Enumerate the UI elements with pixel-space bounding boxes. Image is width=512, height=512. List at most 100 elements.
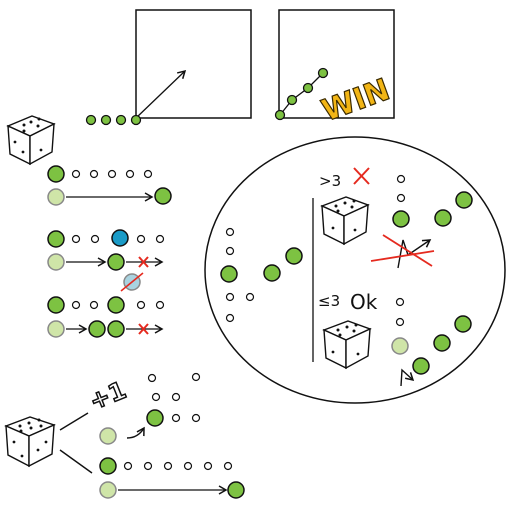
pawn (227, 481, 245, 499)
win-panel: WIN (274, 9, 395, 130)
pawn (100, 114, 112, 126)
diagonal-board (220, 227, 303, 323)
pawn (317, 67, 329, 79)
branch-line (59, 449, 93, 474)
pawn-ghost (47, 320, 65, 338)
branch-line (59, 412, 89, 431)
pawn (455, 191, 473, 209)
pawn (285, 247, 303, 265)
greater-than-three-label: >3 (319, 172, 341, 190)
pawn-ghost (99, 481, 117, 499)
arrow-icon (126, 426, 145, 439)
win-path (279, 72, 324, 116)
board-space (183, 461, 193, 471)
rule-move-end (47, 165, 172, 206)
board-space (136, 300, 146, 310)
pawn (130, 114, 142, 126)
board-space (147, 373, 157, 383)
cross-icon (120, 272, 144, 292)
pawn (107, 253, 125, 271)
board-space (396, 174, 406, 184)
pawn (47, 296, 65, 314)
rule-own-pawn (47, 296, 165, 338)
board-space (89, 169, 99, 179)
board-space (223, 461, 233, 471)
start-panel (85, 9, 252, 126)
board-space (143, 461, 153, 471)
board-space (136, 234, 146, 244)
rule-blocked (47, 229, 165, 292)
case-at-most-three: ≤3 Ok (318, 290, 472, 387)
arrow-icon (397, 239, 432, 269)
board-space (191, 372, 201, 382)
pawn-ghost (47, 188, 65, 206)
pawn (392, 210, 410, 228)
board-space (155, 300, 165, 310)
pawn (47, 165, 65, 183)
ok-label: Ok (350, 290, 378, 314)
board-space (171, 413, 181, 423)
die-icon (320, 196, 370, 246)
pawn (99, 457, 117, 475)
pawn (107, 296, 125, 314)
pawn (115, 114, 127, 126)
arrow-icon (400, 368, 415, 387)
rule-normal-move (99, 457, 245, 499)
plus-one-label: +1 (85, 376, 130, 416)
pawn (454, 315, 472, 333)
board-space (395, 297, 405, 307)
start-pawns (85, 114, 142, 126)
pawn (146, 409, 164, 427)
pawn (85, 114, 97, 126)
board-space (245, 292, 255, 302)
board-space (225, 227, 235, 237)
pawn (412, 357, 430, 375)
pawn (107, 320, 125, 338)
board-space (125, 169, 135, 179)
board-space (203, 461, 213, 471)
pawn (263, 264, 281, 282)
board-space (225, 246, 235, 256)
board-space (163, 461, 173, 471)
plus-one-badge: +1 (85, 375, 131, 416)
board-space (225, 313, 235, 323)
pawn-ghost (391, 337, 409, 355)
board-space (71, 234, 81, 244)
board-space (71, 169, 81, 179)
pawn (302, 82, 314, 94)
cross-icon (353, 167, 370, 185)
cross-icon (138, 256, 149, 268)
arrow-icon (135, 69, 187, 119)
board-space (123, 461, 133, 471)
cross-icon (382, 234, 433, 267)
board-space (143, 169, 153, 179)
case-greater-than-three: >3 (319, 167, 473, 269)
pawn (434, 209, 452, 227)
detail-circle-outline (204, 136, 506, 404)
die-icon (6, 115, 56, 166)
die-icon (322, 320, 372, 370)
rule-bonus-move (99, 372, 201, 445)
board-space (191, 413, 201, 423)
board-space (151, 392, 161, 402)
board-space (171, 392, 181, 402)
cross-icon (138, 323, 149, 335)
pawn-ghost (47, 253, 65, 271)
pawn-ghost (99, 427, 117, 445)
board-space (396, 193, 406, 203)
pawn (220, 265, 238, 283)
win-panel-frame (278, 9, 395, 119)
pawn (274, 109, 286, 121)
board-space (71, 300, 81, 310)
board-space (155, 234, 165, 244)
pawn (433, 334, 451, 352)
opponent-pawn (111, 229, 129, 247)
pawn (88, 320, 106, 338)
board-space (107, 169, 117, 179)
board-space (395, 317, 405, 327)
at-most-three-label: ≤3 (318, 292, 340, 310)
pawn (154, 187, 172, 205)
cross-icon (370, 250, 435, 262)
die-icon (4, 416, 56, 468)
